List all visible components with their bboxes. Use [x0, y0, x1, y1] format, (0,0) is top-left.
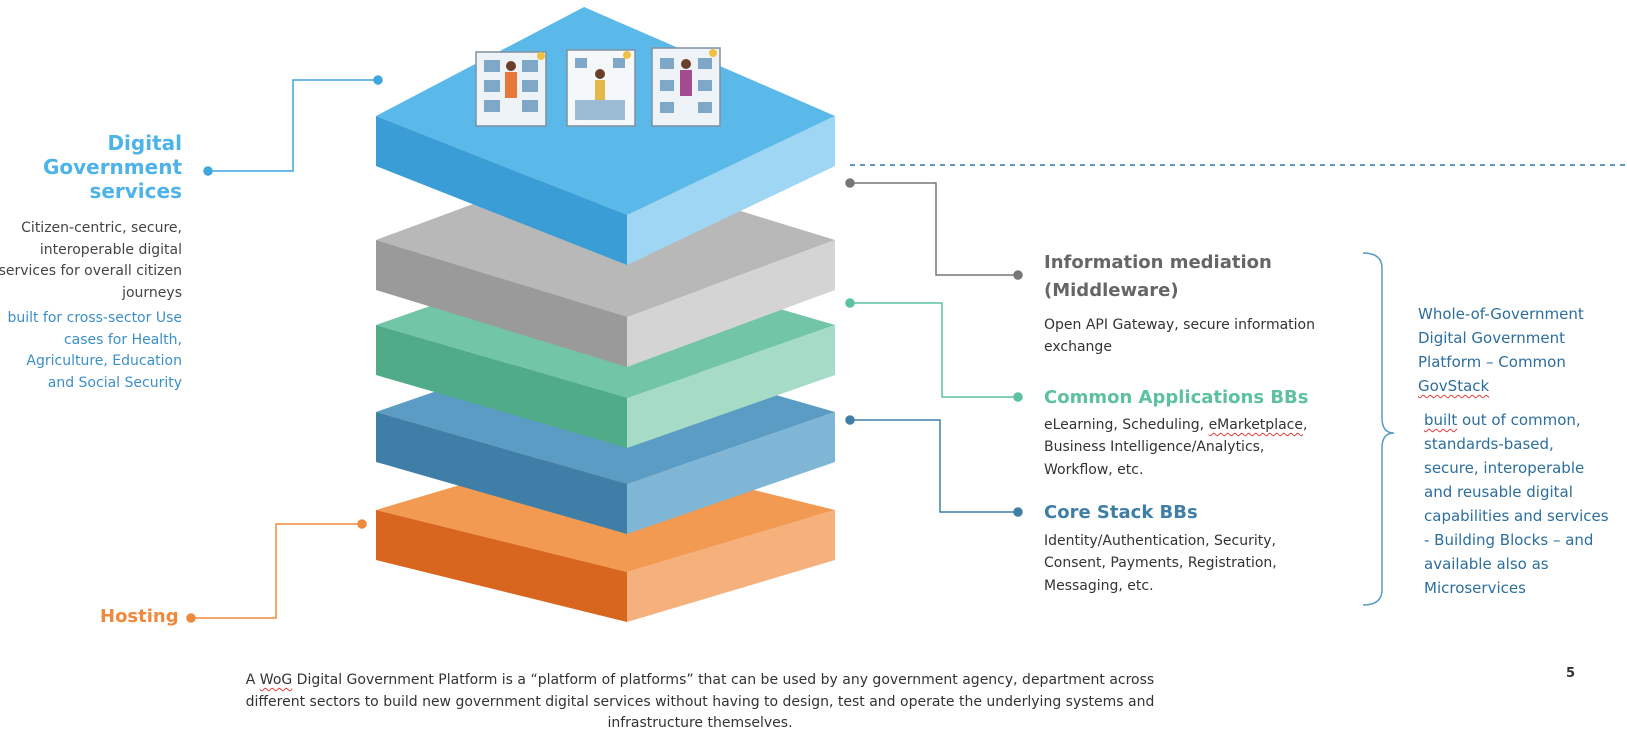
middleware-desc: Open API Gateway, secure information exc…	[1044, 317, 1315, 356]
common-apps-title: Common Applications BBs	[1044, 387, 1309, 408]
citizen-screens-icon	[475, 47, 721, 127]
core-stack-desc: Identity/Authentication, Security, Conse…	[1044, 533, 1277, 594]
common-apps-desc: eLearning, Scheduling, eMarketplace, Bus…	[1044, 417, 1308, 478]
platform-desc: built out of common, standards-based, se…	[1424, 411, 1609, 597]
digital-services-desc: Citizen-centric, secure, interoperable d…	[0, 220, 182, 302]
footer-caption: A WoG Digital Government Platform is a “…	[245, 672, 1155, 732]
page-number: 5	[1566, 666, 1576, 681]
middleware-title: Information mediation (Middleware)	[1044, 252, 1272, 301]
common-connector	[845, 298, 1023, 402]
middleware-connector	[845, 178, 1023, 280]
core-connector	[845, 415, 1023, 517]
hosting-connector	[186, 519, 367, 623]
digital-services-usecases: built for cross-sector Use cases for Hea…	[7, 310, 182, 392]
hosting-label: Hosting	[100, 606, 179, 627]
platform-bracket	[1362, 252, 1395, 606]
platform-title: Whole-of-Government Digital Government P…	[1418, 305, 1584, 395]
services-connector	[203, 75, 383, 176]
digital-services-title: Digital Government services	[42, 131, 182, 203]
core-stack-title: Core Stack BBs	[1044, 502, 1198, 523]
